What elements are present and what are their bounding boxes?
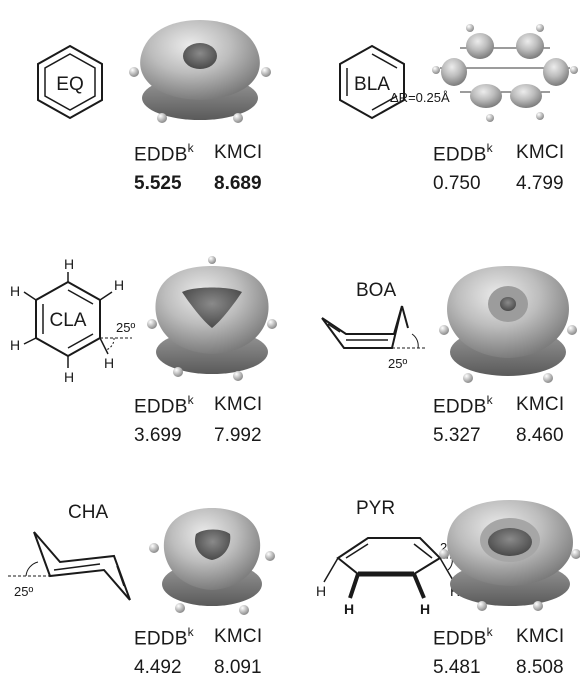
eq-label: EQ (56, 74, 83, 95)
cla-kmci-header: KMCI (214, 394, 263, 415)
cha-density-surface (149, 508, 275, 615)
cla-h-atom-5: H (64, 369, 74, 385)
cla-kmci-value: 7.992 (214, 425, 262, 446)
panel-pyr: PYR 25º H H H H EDDBk KMCI 5.481 8.508 (290, 460, 580, 690)
pyr-kmci-value: 8.508 (516, 657, 564, 678)
cla-h-atom-1: H (64, 256, 74, 272)
cla-h-atom-2: H (114, 277, 124, 293)
pyr-pyramidal-scheme: PYR 25º H H H H (316, 498, 468, 617)
pyr-eddb-header: EDDBk (433, 625, 493, 650)
pyr-label: PYR (356, 498, 395, 519)
eq-kmci-header: KMCI (214, 142, 263, 163)
cla-angle-label: 25º (116, 320, 135, 335)
cha-kmci-header: KMCI (214, 626, 263, 647)
bla-density-surface (432, 24, 578, 122)
boa-kmci-header: KMCI (516, 394, 565, 415)
cha-label: CHA (68, 502, 108, 523)
eq-kmci-value: 8.689 (214, 173, 262, 194)
boa-eddb-value: 5.327 (433, 425, 481, 446)
pyr-kmci-header: KMCI (516, 626, 565, 647)
boa-label: BOA (356, 280, 396, 301)
pyr-h-atom-2: H (344, 601, 354, 617)
bla-kmci-value: 4.799 (516, 173, 564, 194)
cla-density-surface (147, 256, 277, 381)
cla-h-atom-4: H (10, 337, 20, 353)
eq-eddb-header: EDDBk (134, 141, 194, 166)
panel-boa: BOA 25º EDDBk KMCI 5.327 8.460 (290, 230, 580, 460)
cha-angle-label: 25º (14, 584, 33, 599)
bla-hexagon-scheme: BLA (339, 44, 405, 120)
cla-hexagon-scheme: CLA 25º H H H H H H (10, 256, 135, 385)
bla-eddb-header: EDDBk (433, 141, 493, 166)
eq-eddb-value: 5.525 (134, 173, 182, 194)
bla-label: BLA (354, 74, 390, 95)
boa-kmci-value: 8.460 (516, 425, 564, 446)
boa-boat-scheme: BOA 25º (321, 280, 426, 371)
pyr-density-surface (439, 500, 580, 611)
bla-kmci-header: KMCI (516, 142, 565, 163)
pyr-h-atom-1: H (316, 583, 326, 599)
cha-eddb-header: EDDBk (134, 625, 194, 650)
panel-cha: CHA 25º EDDBk KMCI 4.492 8.091 (0, 460, 290, 690)
cha-kmci-value: 8.091 (214, 657, 262, 678)
eq-density-surface (129, 20, 271, 123)
cla-h-atom-6: H (104, 355, 114, 371)
cla-eddb-value: 3.699 (134, 425, 182, 446)
pyr-eddb-value: 5.481 (433, 657, 481, 678)
cla-label: CLA (50, 310, 87, 331)
cha-chair-scheme: CHA 25º (8, 502, 131, 601)
eq-hexagon-scheme: EQ (37, 44, 103, 120)
cla-h-atom-3: H (10, 283, 20, 299)
bla-eddb-value: 0.750 (433, 173, 481, 194)
boa-density-surface (439, 266, 577, 383)
pyr-h-atom-3: H (420, 601, 430, 617)
boa-eddb-header: EDDBk (433, 393, 493, 418)
boa-angle-label: 25º (388, 356, 407, 371)
panel-cla: CLA 25º H H H H H H EDDBk KMCI 3.699 7.9… (0, 230, 290, 460)
bla-delta-r-annotation: ΔR=0.25Å (390, 90, 450, 105)
cla-eddb-header: EDDBk (134, 393, 194, 418)
cha-eddb-value: 4.492 (134, 657, 182, 678)
panel-bla: BLA ΔR=0.25Å EDDBk KMCI 0.750 4.799 (290, 0, 580, 230)
panel-eq: EQ EDDBk KMCI 5.525 8.689 (0, 0, 290, 230)
